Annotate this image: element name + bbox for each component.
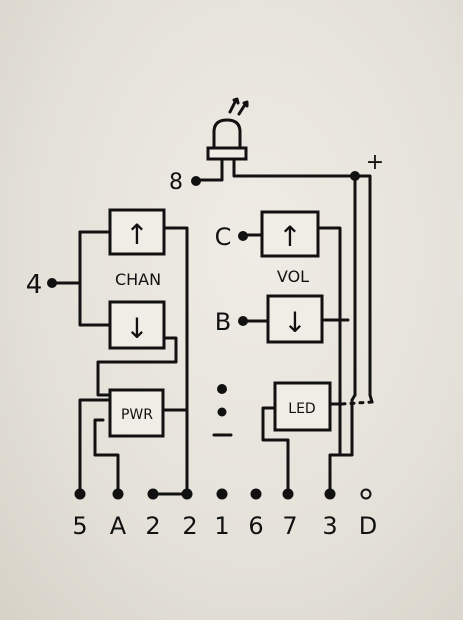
plus-label: +: [366, 150, 384, 175]
pin-label-6: 6: [248, 512, 263, 540]
pin-8-dot: [191, 176, 201, 186]
vol-label: VOL: [277, 267, 309, 286]
chan-down-button: [108, 300, 166, 350]
pwr-box: [108, 388, 165, 438]
pin-2b-dot: [181, 488, 193, 500]
pin-b-label: B: [215, 308, 231, 336]
led-box: [273, 381, 332, 432]
chan-label: CHAN: [115, 270, 161, 289]
pin-c-dot: [238, 231, 248, 241]
chan-up-button: [108, 208, 166, 256]
pin-label-2b: 2: [182, 512, 197, 540]
vol-down-button: [266, 294, 324, 344]
pin-5-dot: [74, 488, 86, 500]
wire-lamp-to-plus: [232, 158, 357, 178]
chan-down-arrow-icon: ↓: [125, 312, 148, 345]
vol-up-button: [260, 210, 320, 258]
wire-lamp-to-pin8: [194, 158, 224, 182]
separator-marks: [212, 384, 233, 437]
pin-label-5: 5: [72, 512, 87, 540]
pin-4-label: 4: [26, 270, 43, 300]
pwr-block: [78, 336, 189, 495]
pin-label-1: 1: [214, 512, 229, 540]
pin-c-label: C: [215, 223, 232, 251]
pin-b-dot: [238, 316, 248, 326]
led-label: LED: [288, 401, 315, 417]
pin-d-dot: [360, 488, 372, 500]
vol-block: [241, 210, 350, 457]
pwr-label: PWR: [121, 407, 153, 423]
pin-6-dot: [250, 488, 262, 500]
chan-block: [53, 208, 189, 495]
chan-up-arrow-icon: ↑: [125, 218, 148, 251]
wire-plus-rail-2: [358, 174, 372, 397]
pin-7-dot: [282, 488, 294, 500]
led-lamp-icon: [206, 97, 249, 161]
vol-up-arrow-icon: ↑: [278, 220, 301, 253]
pin-label-3: 3: [322, 512, 337, 540]
pin-4-dot: [47, 278, 57, 288]
pin-label-7: 7: [282, 512, 297, 540]
pin-1-dot: [216, 488, 228, 500]
pin-8-label: 8: [169, 170, 183, 195]
pin-label-2a: 2: [145, 512, 160, 540]
plus-junction-dot: [350, 171, 360, 181]
vol-down-arrow-icon: ↓: [283, 306, 306, 339]
pin-a-dot: [112, 488, 124, 500]
pin-label-a: A: [110, 512, 127, 540]
led-block: [261, 381, 374, 495]
pin-3-dot: [324, 488, 336, 500]
pin-label-d: D: [359, 512, 377, 540]
